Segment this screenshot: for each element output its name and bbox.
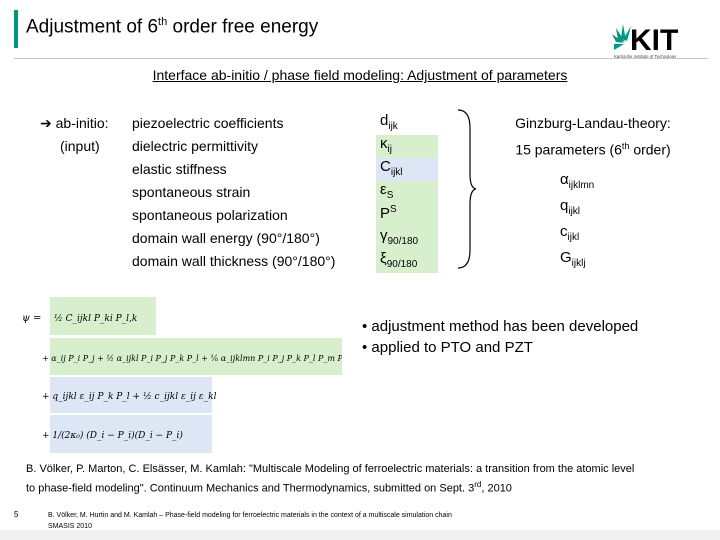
footer-line-1: B. Völker, M. Hurtin and M. Kamlah – Pha… (48, 512, 452, 519)
property-symbol: dijk (380, 112, 398, 132)
property-item: piezoelectric coefficients (132, 115, 284, 131)
property-symbol: εS (376, 181, 438, 204)
kit-logo: KIT Karlsruhe Institute of Technology (612, 24, 678, 59)
ginzburg-symbol: αijklmn (560, 171, 595, 191)
footer-text: B. Völker, M. Hurtin and M. Kamlah – Pha… (48, 510, 548, 532)
ab-initio-label: ab-initio: (55, 115, 109, 131)
reference-line-2: to phase-field modeling". Continuum Mech… (26, 480, 512, 495)
equation-row-3: + q_ijkl ε_ij P_k P_l + ½ c_ijkl ε_ij ε_… (42, 391, 217, 402)
right-brace (457, 109, 477, 269)
kit-logo-tagline: Karlsruhe Institute of Technology (614, 54, 677, 59)
kit-logo-text: KIT (630, 24, 678, 57)
ginzburg-symbol: qijkl (560, 197, 581, 217)
ginzburg-line1: Ginzburg-Landau-theory: (515, 115, 671, 131)
bullet-item: • adjustment method has been developed (362, 318, 639, 335)
property-item: domain wall energy (90°/180°) (132, 230, 320, 246)
property-item: spontaneous strain (132, 184, 251, 200)
property-symbol: κij (376, 135, 438, 158)
section-subtitle: Interface ab-initio / phase field modeli… (152, 67, 568, 83)
property-item: domain wall thickness (90°/180°) (132, 253, 336, 269)
reference-citation: B. Völker, P. Marton, C. Elsässer, M. Ka… (26, 461, 706, 497)
reference-line-1: B. Völker, P. Marton, C. Elsässer, M. Ka… (26, 463, 635, 475)
property-symbol: Cijkl (376, 158, 438, 181)
equation-row-1: ½ C_ijkl P_ki P_l,k (54, 313, 137, 324)
property-symbol: ξ90/180 (376, 250, 438, 273)
arrow-right-icon: ➔ (40, 115, 52, 131)
ginzburg-symbol: Gijklj (560, 249, 586, 269)
property-item: dielectric permittivity (132, 138, 259, 154)
footer-band (0, 530, 720, 540)
ginzburg-line2: 15 parameters (6th order) (515, 141, 671, 158)
footer-line-2: SMASIS 2010 (48, 523, 92, 530)
property-symbol: PS (376, 204, 438, 227)
property-item: spontaneous polarization (132, 207, 288, 223)
property-list: piezoelectric coefficients dielectric per… (132, 112, 372, 273)
property-symbol: γ90/180 (376, 227, 438, 250)
title-accent-bar (14, 10, 18, 48)
bullet-item: • applied to PTO and PZT (362, 339, 533, 356)
psi-symbol: ψ = (22, 313, 41, 324)
property-item: elastic stiffness (132, 161, 227, 177)
slide-title: Adjustment of 6th order free energy (26, 16, 319, 38)
page-number: 5 (14, 510, 19, 519)
title-divider (14, 58, 708, 59)
bullet-list: • adjustment method has been developed •… (362, 316, 712, 358)
ab-initio-sublabel: (input) (60, 138, 100, 154)
ab-initio-label-block: ➔ ab-initio: (input) (40, 112, 122, 158)
ginzburg-landau-heading: Ginzburg-Landau-theory: 15 parameters (6… (488, 112, 698, 162)
free-energy-equation: ψ = ½ C_ijkl P_ki P_l,k + α_ij P_i P_j +… (22, 297, 342, 453)
equation-row-2: + α_ij P_i P_j + ½ α_ijkl P_i P_j P_k P_… (42, 354, 342, 363)
equation-row-4: + 1/(2κ₀) (D_i − P_i)(D_i − P_i) (42, 430, 183, 441)
ginzburg-symbol: cijkl (560, 223, 580, 243)
